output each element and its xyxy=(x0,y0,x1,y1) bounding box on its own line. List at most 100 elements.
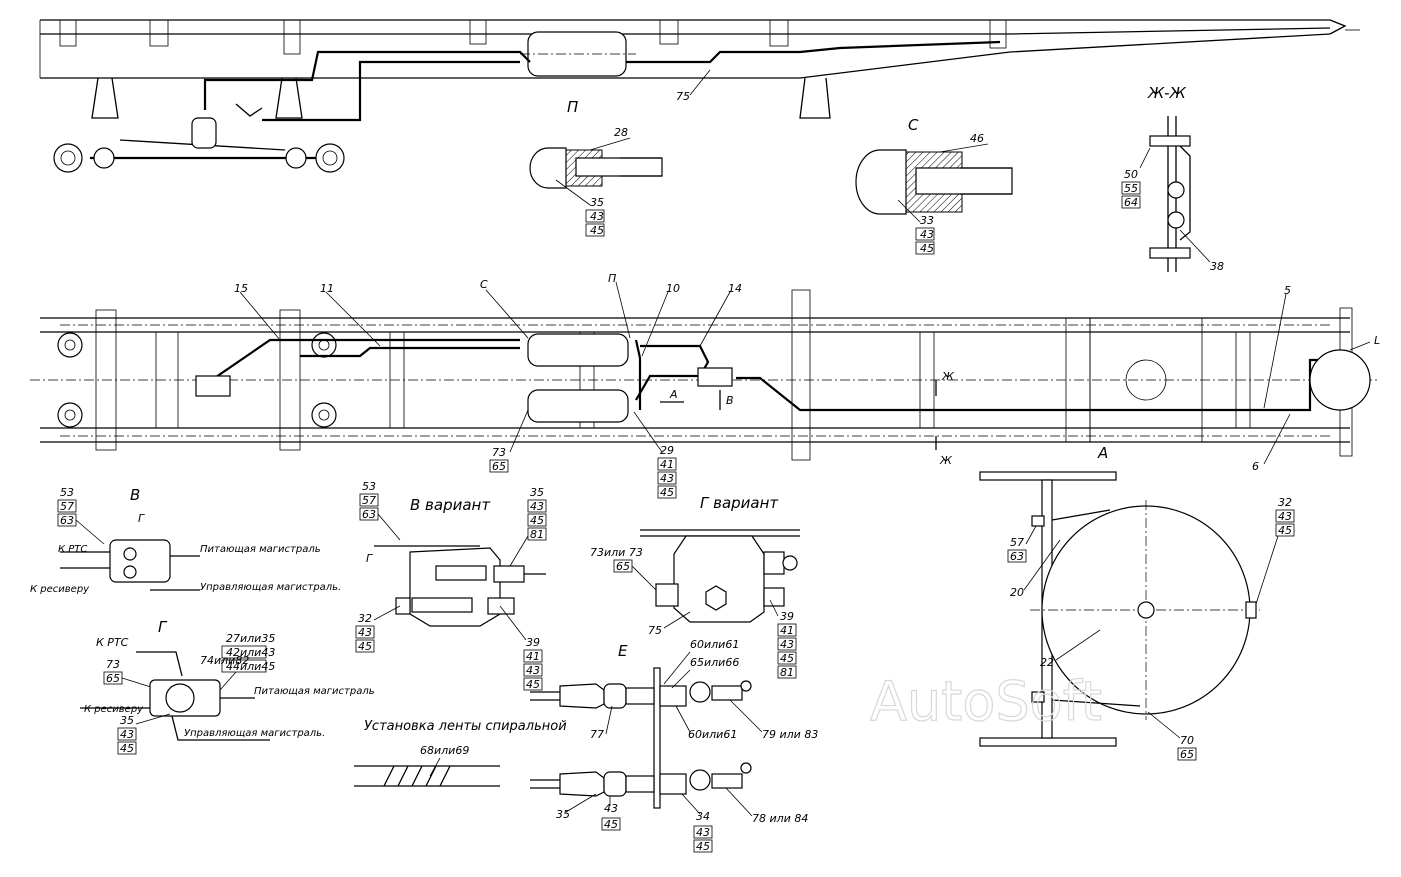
svg-text:50: 50 xyxy=(1124,168,1138,181)
callout-28: 28 xyxy=(614,126,628,139)
callout-14: 14 xyxy=(728,282,742,295)
side-brake-pipe xyxy=(203,50,531,110)
svg-text:73: 73 xyxy=(492,446,506,459)
svg-text:45: 45 xyxy=(660,486,674,499)
svg-text:35: 35 xyxy=(120,714,134,727)
v-control-line: Управляющая магистраль. xyxy=(200,582,341,593)
svg-text:65или66: 65или66 xyxy=(690,656,739,669)
callout-5: 5 xyxy=(1284,284,1291,297)
side-axle-assembly xyxy=(53,103,345,173)
svg-text:43: 43 xyxy=(604,802,618,815)
view-s-title: С xyxy=(908,116,919,134)
svg-text:45: 45 xyxy=(120,742,134,755)
plan-crossmembers xyxy=(155,289,1353,461)
callout-15: 15 xyxy=(234,282,248,295)
svg-text:57: 57 xyxy=(362,494,376,507)
svg-text:45: 45 xyxy=(590,224,604,237)
svg-text:78 или 84: 78 или 84 xyxy=(752,812,808,825)
g-variant: Г вариант 73или 73 65 75 39 41 43 45 81 xyxy=(590,494,800,679)
view-l-label: L xyxy=(1374,334,1380,347)
v-supply-line: Питающая магистраль xyxy=(200,544,321,555)
g-variant-title: Г вариант xyxy=(700,494,779,512)
view-s: С 46 33 43 45 xyxy=(855,116,1013,255)
svg-text:35: 35 xyxy=(590,196,604,209)
v-to-receiver: К ресиверу xyxy=(30,584,90,595)
svg-text:63: 63 xyxy=(1010,550,1024,563)
svg-text:55: 55 xyxy=(1124,182,1138,195)
callout-75: 75 xyxy=(676,90,690,103)
section-zh-zh: Ж-Ж 50 55 64 38 xyxy=(1121,84,1224,273)
svg-text:43: 43 xyxy=(120,728,134,741)
svg-text:45: 45 xyxy=(604,818,618,831)
view-v: В 53 57 63 Г К РТС К ресиверу Питающая м… xyxy=(30,486,341,595)
svg-text:43: 43 xyxy=(358,626,372,639)
svg-text:35: 35 xyxy=(530,486,544,499)
plan-brake-pipe xyxy=(199,338,710,410)
svg-text:53: 53 xyxy=(362,480,376,493)
svg-text:43: 43 xyxy=(530,500,544,513)
view-g-title: Г xyxy=(158,618,168,636)
svg-text:57: 57 xyxy=(1010,536,1024,549)
callout-p: П xyxy=(608,272,616,285)
svg-text:45: 45 xyxy=(780,652,794,665)
svg-text:60или61: 60или61 xyxy=(690,638,739,651)
spiral-tape: Установка ленты спиральной 68или69 xyxy=(354,719,567,787)
svg-text:45: 45 xyxy=(920,242,934,255)
section-zh-title: Ж-Ж xyxy=(1147,84,1187,102)
svg-text:65: 65 xyxy=(616,560,630,573)
svg-text:65: 65 xyxy=(1180,748,1194,761)
coupling-upper xyxy=(530,680,752,709)
section-zh-marker-top: Ж xyxy=(941,370,955,383)
svg-text:65: 65 xyxy=(492,460,506,473)
svg-text:45: 45 xyxy=(358,640,372,653)
svg-text:Г: Г xyxy=(138,512,145,525)
callout-38: 38 xyxy=(1210,260,1224,273)
g-control-line: Управляющая магистраль. xyxy=(184,728,325,739)
plan-air-tank-upper xyxy=(527,333,629,367)
svg-text:41: 41 xyxy=(660,458,674,471)
svg-text:44или45: 44или45 xyxy=(226,660,275,673)
svg-text:81: 81 xyxy=(530,528,544,541)
svg-text:73: 73 xyxy=(106,658,120,671)
view-e: Е 60или61 65или66 77 xyxy=(530,638,818,853)
svg-text:43: 43 xyxy=(696,826,710,839)
view-v-title: В xyxy=(130,486,140,504)
svg-text:20: 20 xyxy=(1010,586,1024,599)
svg-text:70: 70 xyxy=(1180,734,1194,747)
svg-text:29: 29 xyxy=(660,444,674,457)
svg-text:41: 41 xyxy=(526,650,540,663)
plan-air-tank-lower xyxy=(527,389,629,423)
svg-text:27или35: 27или35 xyxy=(226,632,275,645)
svg-text:39: 39 xyxy=(526,636,540,649)
svg-text:77: 77 xyxy=(590,728,604,741)
g-supply-line: Питающая магистраль xyxy=(254,686,375,697)
svg-text:45: 45 xyxy=(526,678,540,691)
svg-text:64: 64 xyxy=(1124,196,1138,209)
side-view-brackets xyxy=(59,19,1007,55)
view-a-label: А xyxy=(1097,444,1108,462)
svg-text:Г: Г xyxy=(366,552,373,565)
svg-text:22: 22 xyxy=(1040,656,1054,669)
svg-text:81: 81 xyxy=(780,666,794,679)
svg-text:33: 33 xyxy=(920,214,934,227)
arrow-v-label: В xyxy=(726,394,734,407)
v-variant: В вариант 53 57 63 Г 35 43 45 81 32 43 4… xyxy=(355,480,547,691)
svg-text:32: 32 xyxy=(1278,496,1292,509)
svg-text:32: 32 xyxy=(358,612,372,625)
view-a: 32 43 45 57 63 20 22 70 65 xyxy=(979,471,1295,761)
svg-text:43: 43 xyxy=(590,210,604,223)
callout-46: 46 xyxy=(970,132,984,145)
view-p: П 28 35 43 45 xyxy=(529,98,663,237)
svg-text:53: 53 xyxy=(60,486,74,499)
svg-text:73или 73: 73или 73 xyxy=(590,546,643,559)
svg-text:45: 45 xyxy=(1278,524,1292,537)
svg-text:42или43: 42или43 xyxy=(226,646,275,659)
coupling-lower xyxy=(530,762,752,797)
v-to-rtc: К РТС xyxy=(58,544,87,555)
svg-text:43: 43 xyxy=(526,664,540,677)
svg-text:79 или 83: 79 или 83 xyxy=(762,728,818,741)
svg-text:63: 63 xyxy=(362,508,376,521)
callout-s: С xyxy=(480,278,488,291)
svg-text:65: 65 xyxy=(106,672,120,685)
